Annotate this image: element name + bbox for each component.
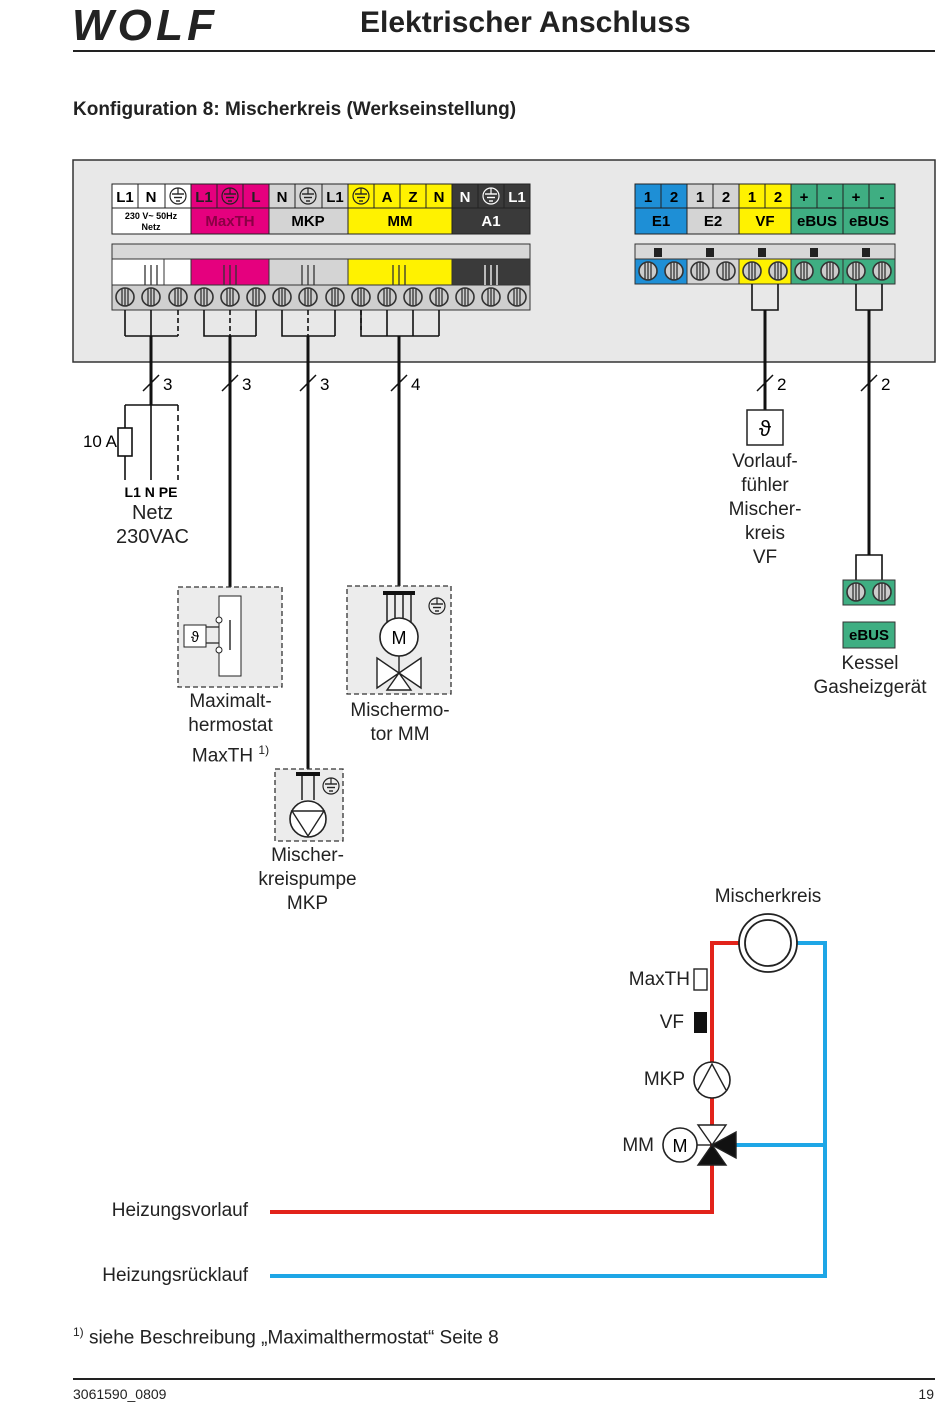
logo-text: WOLF bbox=[72, 6, 215, 46]
mkp-device bbox=[274, 768, 344, 842]
pin-ebus1-plus: + bbox=[800, 189, 809, 206]
pin-a1-pe-icon bbox=[482, 187, 500, 205]
pin-ebus2-minus: - bbox=[880, 189, 885, 206]
hydraulic-motor-icon: M bbox=[673, 1136, 688, 1156]
vf-marker bbox=[694, 1012, 707, 1033]
mm-device: M bbox=[346, 585, 452, 695]
flow-pipe bbox=[270, 941, 767, 1214]
netz-terminal-labels: L1 N PE bbox=[125, 484, 178, 500]
left-terminal-block: L1 N L1 L N L1 A Z N N L1 230 V~ 50Hz Ne… bbox=[111, 183, 531, 235]
cable-count-mkp: 3 bbox=[320, 375, 329, 394]
mm-group-label: MM bbox=[388, 213, 413, 230]
heizungsruecklauf-label: Heizungsrücklauf bbox=[102, 1265, 248, 1286]
maxth-temp-icon: ϑ bbox=[191, 629, 200, 646]
pin-vf-1: 1 bbox=[748, 189, 756, 206]
hydraulic-schematic: M bbox=[270, 913, 827, 1278]
mkp-pump-icon bbox=[693, 1061, 731, 1099]
pin-e1-2: 2 bbox=[670, 189, 678, 206]
vf-temp-icon: ϑ bbox=[759, 416, 771, 441]
mixer-valve-icon bbox=[696, 1124, 728, 1147]
document-number: 3061590_0809 bbox=[73, 1386, 167, 1402]
maxth-device: ϑ bbox=[177, 586, 283, 688]
pin-mkp-l1: L1 bbox=[326, 189, 344, 206]
left-wire-fanins bbox=[124, 310, 440, 337]
pin-a1-l1: L1 bbox=[508, 189, 526, 206]
header-rule bbox=[73, 50, 935, 52]
ebus1-label: eBUS bbox=[797, 213, 837, 230]
hydraulic-mkp-label: MKP bbox=[643, 1069, 685, 1090]
e2-label: E2 bbox=[704, 213, 722, 230]
pin-e2-1: 1 bbox=[696, 189, 704, 206]
pin-mm-n: N bbox=[434, 189, 445, 206]
pin-e1-1: 1 bbox=[644, 189, 652, 206]
pin-mm-z: Z bbox=[408, 189, 417, 206]
pin-mkp-n: N bbox=[277, 189, 288, 206]
kessel-ebus-badge: eBUS bbox=[849, 627, 889, 644]
mischerkreis-label: Mischerkreis bbox=[714, 886, 822, 907]
ebus2-label: eBUS bbox=[849, 213, 889, 230]
configuration-subtitle: Konfiguration 8: Mischerkreis (Werkseins… bbox=[73, 99, 517, 120]
pin-maxth-l: L bbox=[251, 189, 260, 206]
hydraulic-maxth-label: MaxTH bbox=[628, 969, 690, 990]
cables bbox=[149, 310, 871, 774]
maxth-marker bbox=[693, 968, 708, 991]
fuse-label: 10 A bbox=[83, 432, 118, 451]
vf-label: VF bbox=[755, 213, 774, 230]
pin-maxth-l1: L1 bbox=[195, 189, 213, 206]
hydraulic-vf-label: VF bbox=[659, 1012, 684, 1033]
maxth-label: Maximalt-hermostat MaxTH 1) bbox=[188, 691, 273, 767]
cable-count-mm: 4 bbox=[411, 375, 420, 394]
hydraulic-mm-label: MM bbox=[622, 1135, 654, 1156]
pin-netz-l1: L1 bbox=[116, 189, 134, 206]
cable-ticks bbox=[142, 374, 878, 392]
netz-sub-label: Netz bbox=[141, 222, 161, 232]
left-connector-strip bbox=[111, 243, 531, 311]
pin-e2-2: 2 bbox=[722, 189, 730, 206]
cable-count-ebus: 2 bbox=[881, 375, 890, 394]
a1-group-label: A1 bbox=[481, 213, 500, 230]
netz-voltage-label: 230 V~ 50Hz bbox=[125, 211, 178, 221]
cable-count-vf: 2 bbox=[777, 375, 786, 394]
pin-a1-n: N bbox=[460, 189, 471, 206]
page-title: Elektrischer Anschluss bbox=[360, 6, 691, 39]
footer-rule bbox=[73, 1378, 935, 1380]
pin-mm-a: A bbox=[382, 189, 393, 206]
right-connector-strip bbox=[634, 243, 896, 311]
heizungsvorlauf-label: Heizungsvorlauf bbox=[111, 1200, 248, 1221]
footnote: 1) siehe Beschreibung „Maximalthermostat… bbox=[73, 1325, 499, 1349]
pin-vf-2: 2 bbox=[774, 189, 782, 206]
mkp-group-label: MKP bbox=[291, 213, 324, 230]
page-number: 19 bbox=[918, 1386, 934, 1402]
right-terminal-block: 1 2 1 2 1 2 + - + - E1 E2 VF eBUS eBUS bbox=[634, 183, 896, 235]
wolf-logo: WOLF bbox=[72, 6, 215, 46]
mm-label: Mischermo-tor MM bbox=[350, 700, 450, 745]
return-pipe bbox=[270, 941, 827, 1278]
netz-branch bbox=[117, 404, 179, 480]
maxth-group-label: MaxTH bbox=[205, 213, 254, 230]
mm-motor-icon: M bbox=[392, 628, 407, 648]
pin-ebus2-plus: + bbox=[852, 189, 861, 206]
vf-sensor: ϑ bbox=[746, 409, 784, 446]
cable-count-netz: 3 bbox=[163, 375, 172, 394]
cable-count-maxth: 3 bbox=[242, 375, 251, 394]
pin-netz-n: N bbox=[146, 189, 157, 206]
kessel-connector: eBUS bbox=[842, 554, 896, 649]
e1-label: E1 bbox=[652, 213, 670, 230]
pin-ebus1-minus: - bbox=[828, 189, 833, 206]
